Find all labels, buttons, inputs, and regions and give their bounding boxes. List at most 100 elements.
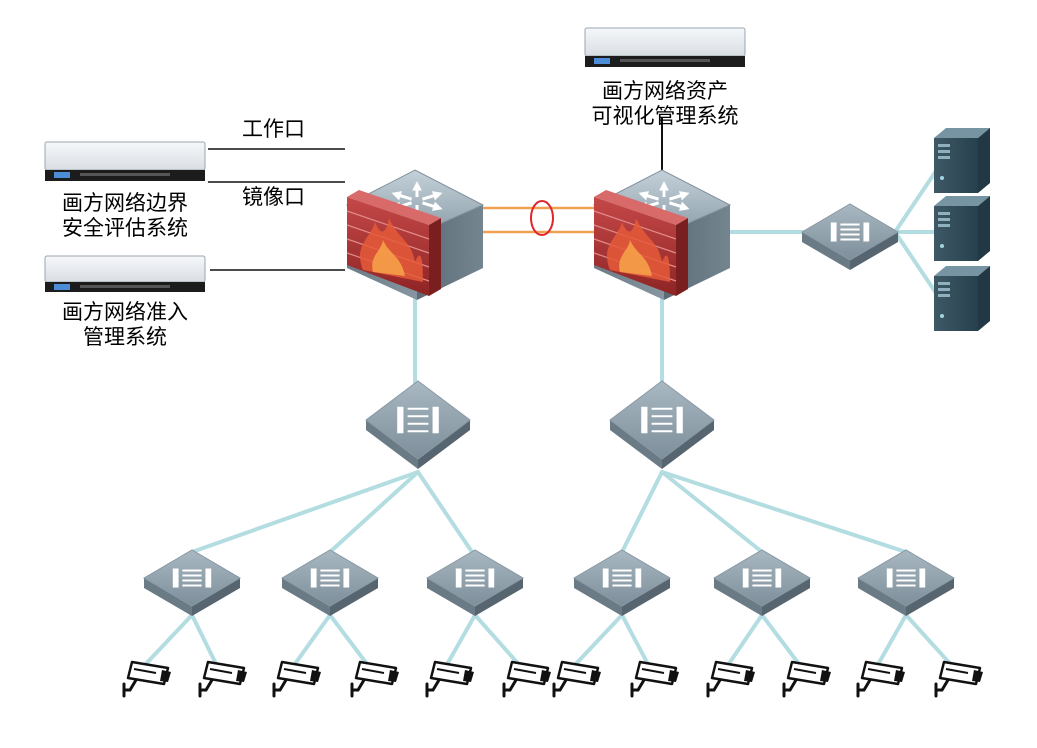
rack-server-slot <box>620 59 710 62</box>
rack-server-access <box>44 255 206 292</box>
switch-right-face <box>192 578 240 616</box>
server-drive-bay <box>938 156 950 159</box>
switch-top-face <box>573 549 671 607</box>
switch-bar-left <box>602 568 609 588</box>
camera-body <box>786 660 830 686</box>
link-access-5-to-camera-9 <box>724 613 764 670</box>
access-switch-icon <box>857 549 955 616</box>
security-camera-icon <box>502 660 551 698</box>
asset-system-label-line1: 画方网络资产 <box>602 79 728 103</box>
camera-lens <box>388 670 399 682</box>
core-arrow-head <box>431 191 443 201</box>
port-lines <box>208 118 663 271</box>
switch-bar-left <box>641 406 648 434</box>
switch-left-face <box>282 578 330 616</box>
security-camera-icon <box>934 660 983 698</box>
server-top-face <box>934 128 990 138</box>
tower-servers <box>934 128 990 331</box>
server-drive-bay <box>938 288 950 291</box>
link-dist-right-to-access-5 <box>660 470 764 554</box>
switch-top-face <box>609 380 715 460</box>
switch-bar-right <box>488 568 495 588</box>
camera-mount <box>425 678 441 698</box>
switch-bar-right <box>635 568 642 588</box>
camera-body <box>710 660 754 686</box>
camera-lens <box>540 670 551 682</box>
camera-lens <box>463 670 474 682</box>
access-switch-icon <box>801 203 899 270</box>
link-aggregation-ellipse <box>530 200 554 236</box>
switch-bar-left <box>397 406 404 434</box>
rack-server-border <box>44 141 206 181</box>
camera-mount <box>934 678 950 698</box>
switch-right-face <box>622 578 670 616</box>
network-links <box>140 166 956 670</box>
camera-body <box>429 660 473 686</box>
camera-stripe <box>361 668 385 674</box>
switch-top-face <box>143 549 241 607</box>
server-drive-bay <box>938 218 950 221</box>
camera-stripe <box>563 668 587 674</box>
camera-stripe <box>513 668 537 674</box>
link-dist-left-to-access-3 <box>416 470 474 554</box>
switch-right-face <box>662 420 714 469</box>
mirror-port-label: 镜像口 <box>242 185 305 209</box>
core-arrow-head <box>431 201 443 211</box>
firewall-wall-side <box>676 218 688 296</box>
camera-lens <box>744 670 755 682</box>
firewall-wall-top <box>347 190 441 225</box>
security-camera-icon <box>552 660 601 698</box>
access-switch-icon <box>365 380 471 469</box>
core-arrow-head <box>659 181 669 191</box>
access-switch-icon <box>713 549 811 616</box>
server-side-face <box>978 196 990 261</box>
server-drive-bay <box>938 144 950 147</box>
rack-server-badge <box>594 58 610 64</box>
security-camera-icon <box>706 660 755 698</box>
camera-mount <box>350 678 366 698</box>
security-camera-icon <box>782 660 831 698</box>
access-switches <box>143 203 955 616</box>
security-camera-icon <box>198 660 247 698</box>
core-arrow-head <box>638 191 650 201</box>
camera-lens <box>820 670 831 682</box>
core-switches <box>345 169 732 300</box>
tower-server-icon <box>934 128 990 193</box>
camera-body <box>860 660 904 686</box>
access-switch-icon <box>609 380 715 469</box>
core-arrow-head <box>391 191 403 201</box>
link-server-switch-to-server-1 <box>893 166 940 234</box>
server-led <box>940 176 944 180</box>
camera-mount <box>552 678 568 698</box>
access-switch-icon <box>143 549 241 616</box>
camera-body <box>938 660 982 686</box>
camera-stripe <box>133 668 157 674</box>
camera-mount <box>782 678 798 698</box>
access-system-label: 画方网络准入 管理系统 <box>26 300 224 350</box>
switch-top-face <box>281 549 379 607</box>
firewall-wall-side <box>429 218 441 296</box>
switch-top-face <box>713 549 811 607</box>
flame-inner <box>619 240 652 276</box>
core-arrow-head <box>412 181 422 191</box>
security-cameras <box>122 660 983 698</box>
switch-bar-left <box>172 568 179 588</box>
switch-top-face <box>426 549 524 607</box>
link-dist-right-to-access-6 <box>660 470 908 554</box>
server-drive-bay <box>938 294 950 297</box>
camera-body <box>634 660 678 686</box>
rack-server-slot <box>80 285 170 288</box>
access-switch-icon <box>426 549 524 616</box>
camera-body <box>556 660 600 686</box>
switch-right-face <box>762 578 810 616</box>
core-arrow-head <box>678 191 690 201</box>
camera-body <box>202 660 246 686</box>
camera-mount <box>272 678 288 698</box>
server-side-face <box>978 128 990 193</box>
switch-bar-right <box>775 568 782 588</box>
switch-left-face <box>802 232 850 270</box>
camera-body <box>126 660 170 686</box>
server-drive-bay <box>938 150 950 153</box>
link-dist-left-to-access-2 <box>328 470 420 554</box>
